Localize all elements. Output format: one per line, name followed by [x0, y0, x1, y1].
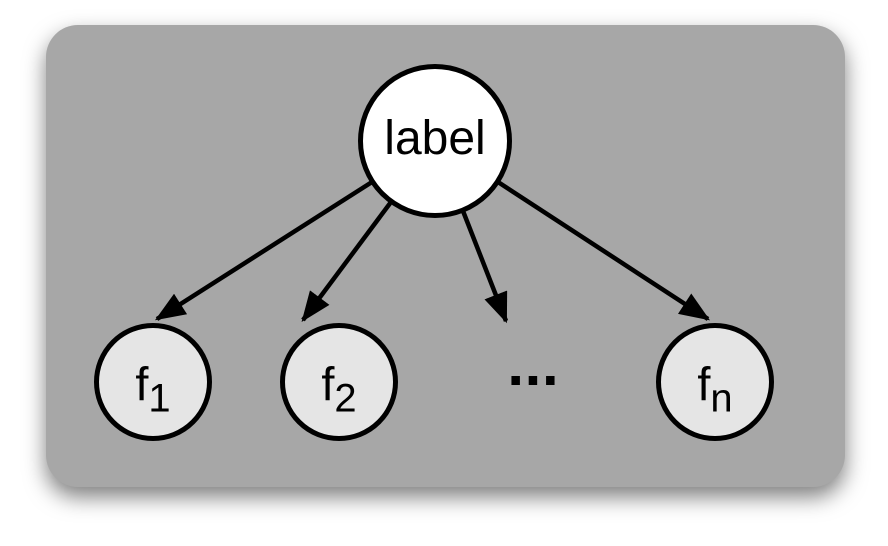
node-fn-label: fn: [697, 357, 732, 419]
root-node-label: label: [384, 112, 486, 165]
f2-subscript: 2: [334, 376, 357, 421]
node-label-circle: [358, 64, 512, 218]
edge-label-to-fn: [496, 180, 711, 321]
edge-label-to-ellipsis: [460, 210, 509, 324]
ellipsis-dots: . . .: [507, 331, 558, 398]
node-f2-circle: [280, 323, 398, 441]
f1-base: f: [135, 357, 149, 411]
node-f1-label: f1: [135, 357, 170, 419]
node-f2-label: f2: [321, 357, 356, 419]
edge-label-to-f2: [301, 200, 393, 322]
f1-subscript: 1: [148, 376, 171, 421]
f2-base: f: [321, 357, 335, 411]
fn-subscript: n: [710, 376, 733, 421]
fn-base: f: [697, 357, 711, 411]
edge-label-to-f1: [154, 180, 374, 321]
node-fn-circle: [656, 323, 774, 441]
node-f1-circle: [94, 323, 212, 441]
